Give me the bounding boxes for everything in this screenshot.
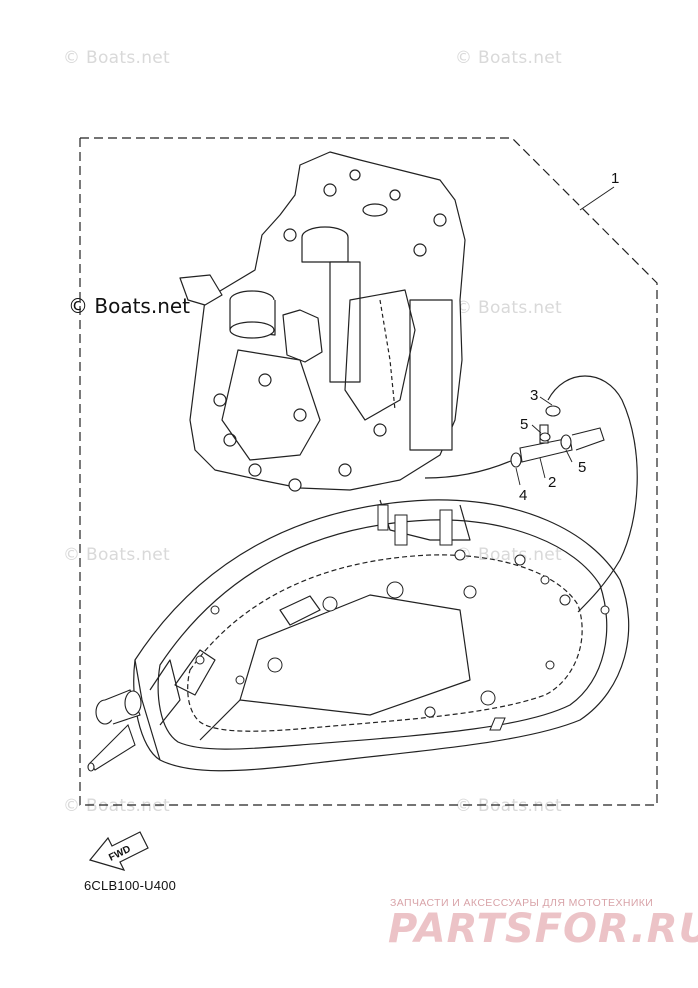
watermark: © Boats.net [63,48,171,68]
cowling-bosses [195,504,610,731]
watermark: © Boats.net [455,545,563,565]
bottom-cowling [133,499,630,772]
leader-line-1 [579,186,615,211]
watermark: © Boats.net [63,545,171,565]
hose [424,375,638,613]
callout-3: 3 [530,387,539,404]
promo-logo: PARTSFOR.RU [388,906,698,952]
watermark: © Boats.net [63,796,171,816]
part-code: 6CLB100-U400 [84,878,177,893]
brand-watermark: © Boats.net [68,294,191,318]
assembly-boundary [79,137,658,806]
callout-2: 2 [548,474,557,491]
fwd-arrow [88,831,149,871]
clamp-part-5-top [539,432,551,442]
cable-fitting [87,689,142,772]
fitting-parts [510,405,605,468]
promo-tagline: ЗАПЧАСТИ И АКСЕССУАРЫ ДЛЯ МОТОТЕХНИКИ [390,897,654,909]
hose-end-part-3 [545,405,561,417]
callout-1: 1 [611,170,620,187]
engine-block [179,151,466,492]
joint-part-2 [519,437,573,463]
callout-5: 5 [578,459,587,476]
leader-lines [515,396,573,486]
clamp-part-5-right [560,434,572,450]
watermark: © Boats.net [455,298,563,318]
clamp-part-4 [510,452,522,468]
watermark: © Boats.net [455,796,563,816]
watermark: © Boats.net [455,48,563,68]
callout-5: 5 [520,416,529,433]
callout-4: 4 [519,487,528,504]
